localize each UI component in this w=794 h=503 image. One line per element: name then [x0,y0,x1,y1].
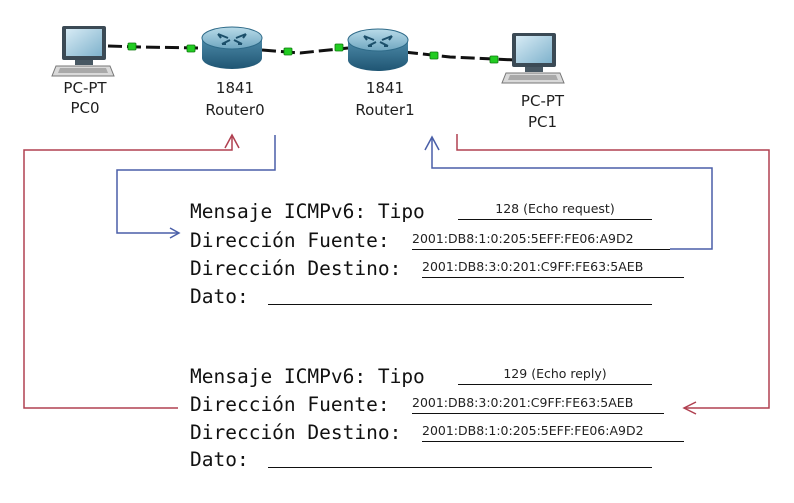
link-status-dots [127,42,499,64]
pc0-type-label: PC-PT [63,79,107,97]
reply-to-router0-arrow [23,133,240,409]
router0-icon[interactable] [201,26,263,69]
request-to-router1-arrow [424,135,713,250]
request-data-field[interactable] [268,284,652,305]
reply-source-field[interactable]: 2001:DB8:3:0:201:C9FF:FE63:5AEB [412,393,664,414]
reply-destination-field[interactable]: 2001:DB8:1:0:205:5EFF:FE06:A9D2 [422,421,684,442]
reply-type-label: Mensaje ICMPv6: Tipo [190,365,425,388]
router1-model-label: 1841 [365,79,405,97]
reply-source-label: Dirección Fuente: [190,393,390,416]
request-destination-label: Dirección Destino: [190,257,402,280]
router1-name-label: Router1 [355,101,415,119]
reply-destination-label: Dirección Destino: [190,421,402,444]
pc1-computer-icon[interactable] [501,33,565,84]
request-data-label: Dato: [190,285,249,308]
router1-icon[interactable] [347,28,409,71]
pc0-computer-icon[interactable] [51,26,115,77]
network-links [107,44,516,62]
request-source-field[interactable]: 2001:DB8:1:0:205:5EFF:FE06:A9D2 [412,229,670,250]
router0-name-label: Router0 [205,101,265,119]
reply-data-field[interactable] [268,447,652,468]
request-destination-field[interactable]: 2001:DB8:3:0:201:C9FF:FE63:5AEB [422,257,684,278]
reply-flow-arrow [456,134,770,415]
request-source-label: Dirección Fuente: [190,229,390,252]
request-type-field[interactable]: 128 (Echo request) [458,199,652,220]
reply-type-field[interactable]: 129 (Echo reply) [458,364,652,385]
pc0-name-label: PC0 [70,99,100,117]
request-type-label: Mensaje ICMPv6: Tipo [190,200,425,223]
pc1-name-label: PC1 [527,113,558,131]
pc1-type-label: PC-PT [520,92,565,110]
request-flow-arrow [116,135,276,239]
reply-data-label: Dato: [190,448,249,471]
router0-model-label: 1841 [215,79,255,97]
